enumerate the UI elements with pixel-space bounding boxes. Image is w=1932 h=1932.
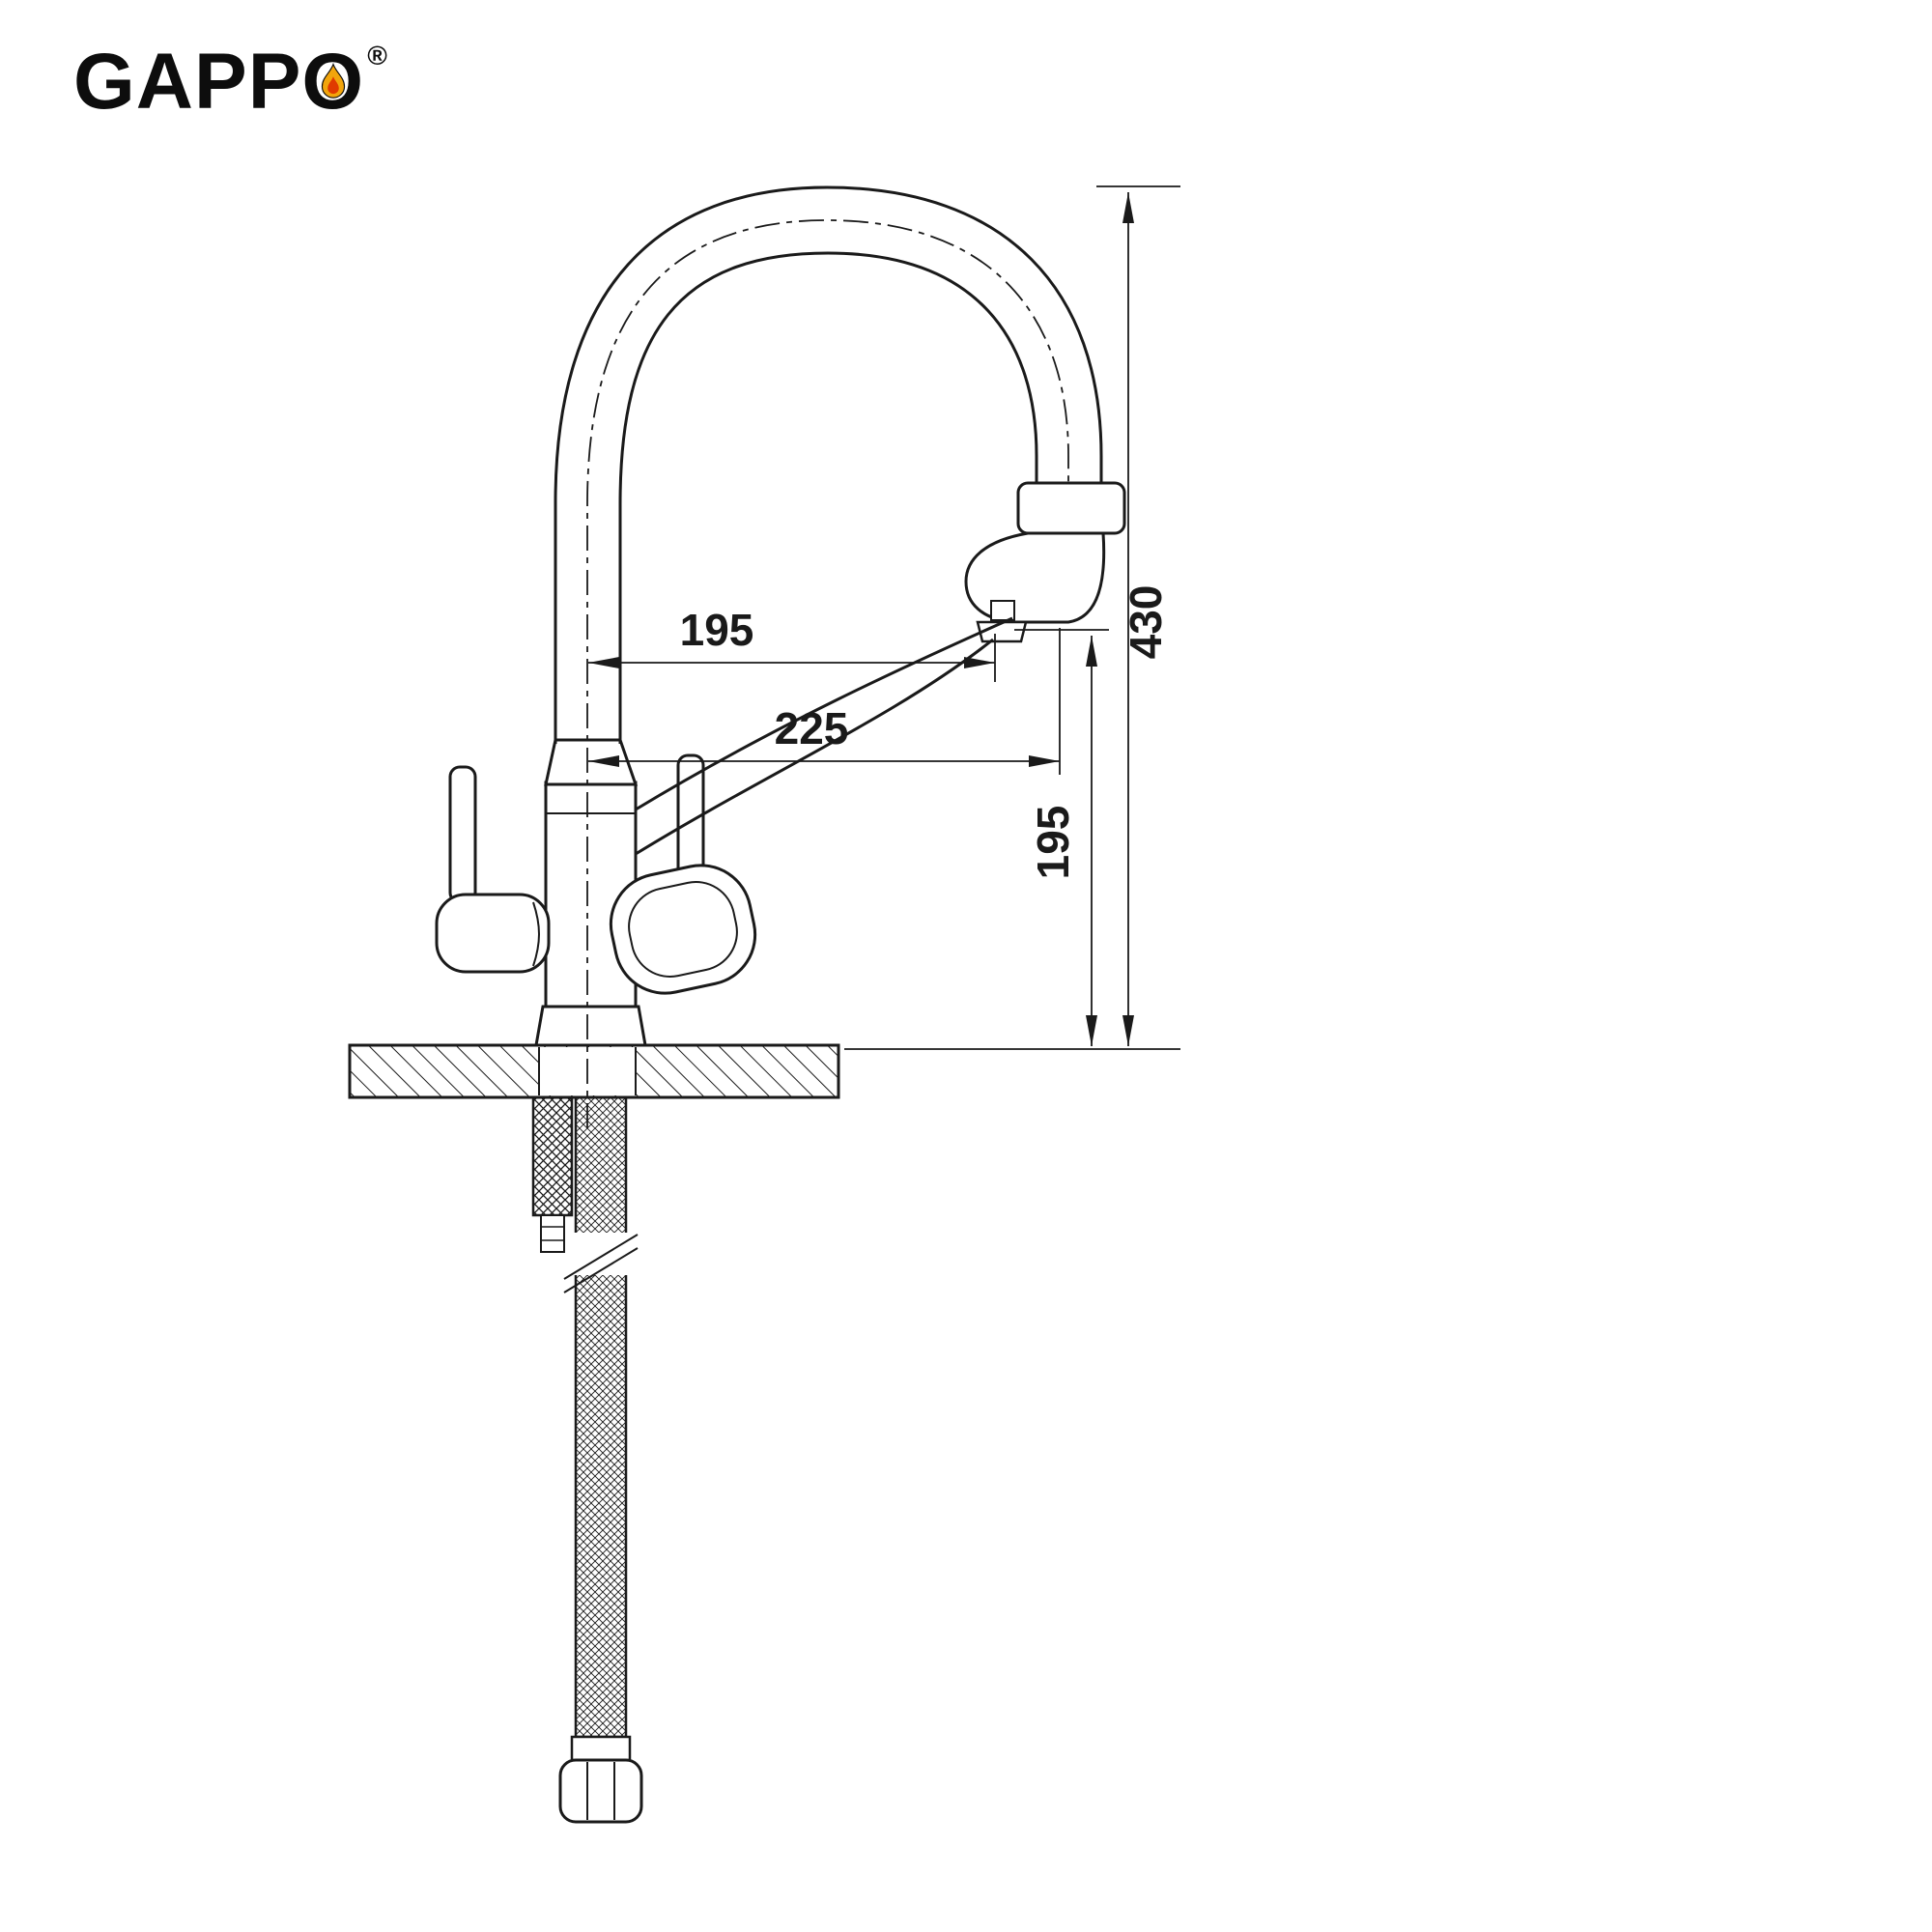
spray-arm: [635, 616, 1013, 856]
gappo-logo: GAPP O ®: [73, 43, 388, 122]
dimension-195-horizontal: 195: [588, 605, 996, 682]
spout-head: [964, 481, 1126, 643]
stud-tip: [540, 1214, 565, 1253]
mounting-hardware: [531, 1095, 643, 1824]
logo-letter-o: O: [301, 43, 364, 122]
head-body: [964, 531, 1106, 624]
dimension-label-height-430: 430: [1121, 585, 1171, 660]
flame-drop-icon: [321, 63, 345, 99]
dimension-225-horizontal: 225: [588, 628, 1061, 775]
centerlines: [586, 219, 1069, 1128]
hose-nut: [558, 1758, 643, 1824]
tube-centerline: [586, 219, 1069, 1128]
logo-text-main: GAPP: [73, 38, 302, 126]
right-handle-base: [609, 864, 757, 995]
base-flare: [534, 1005, 647, 1047]
dimension-195-vertical: 195: [1014, 629, 1109, 1046]
supply-hose: [574, 1095, 628, 1739]
hose-collar: [570, 1735, 632, 1762]
dimension-label-reach-225: 225: [775, 703, 849, 753]
left-handle-lever: [448, 765, 477, 904]
countertop-section: [348, 1043, 840, 1099]
head-detail: [990, 600, 1015, 621]
gooseneck-tube: [554, 185, 1103, 744]
dimension-label-height-195: 195: [1028, 806, 1078, 880]
dimension-430-vertical: 430: [844, 185, 1180, 1050]
right-handle: [609, 753, 757, 995]
registered-trademark: ®: [367, 41, 388, 71]
hose-break-symbol: [566, 1233, 636, 1275]
left-handle-base: [435, 893, 551, 974]
head-clamp-collar: [1016, 481, 1126, 535]
dimension-label-reach-195: 195: [680, 605, 754, 655]
left-handle: [435, 765, 551, 974]
body-collar: [544, 738, 639, 786]
threaded-stud: [531, 1095, 574, 1217]
